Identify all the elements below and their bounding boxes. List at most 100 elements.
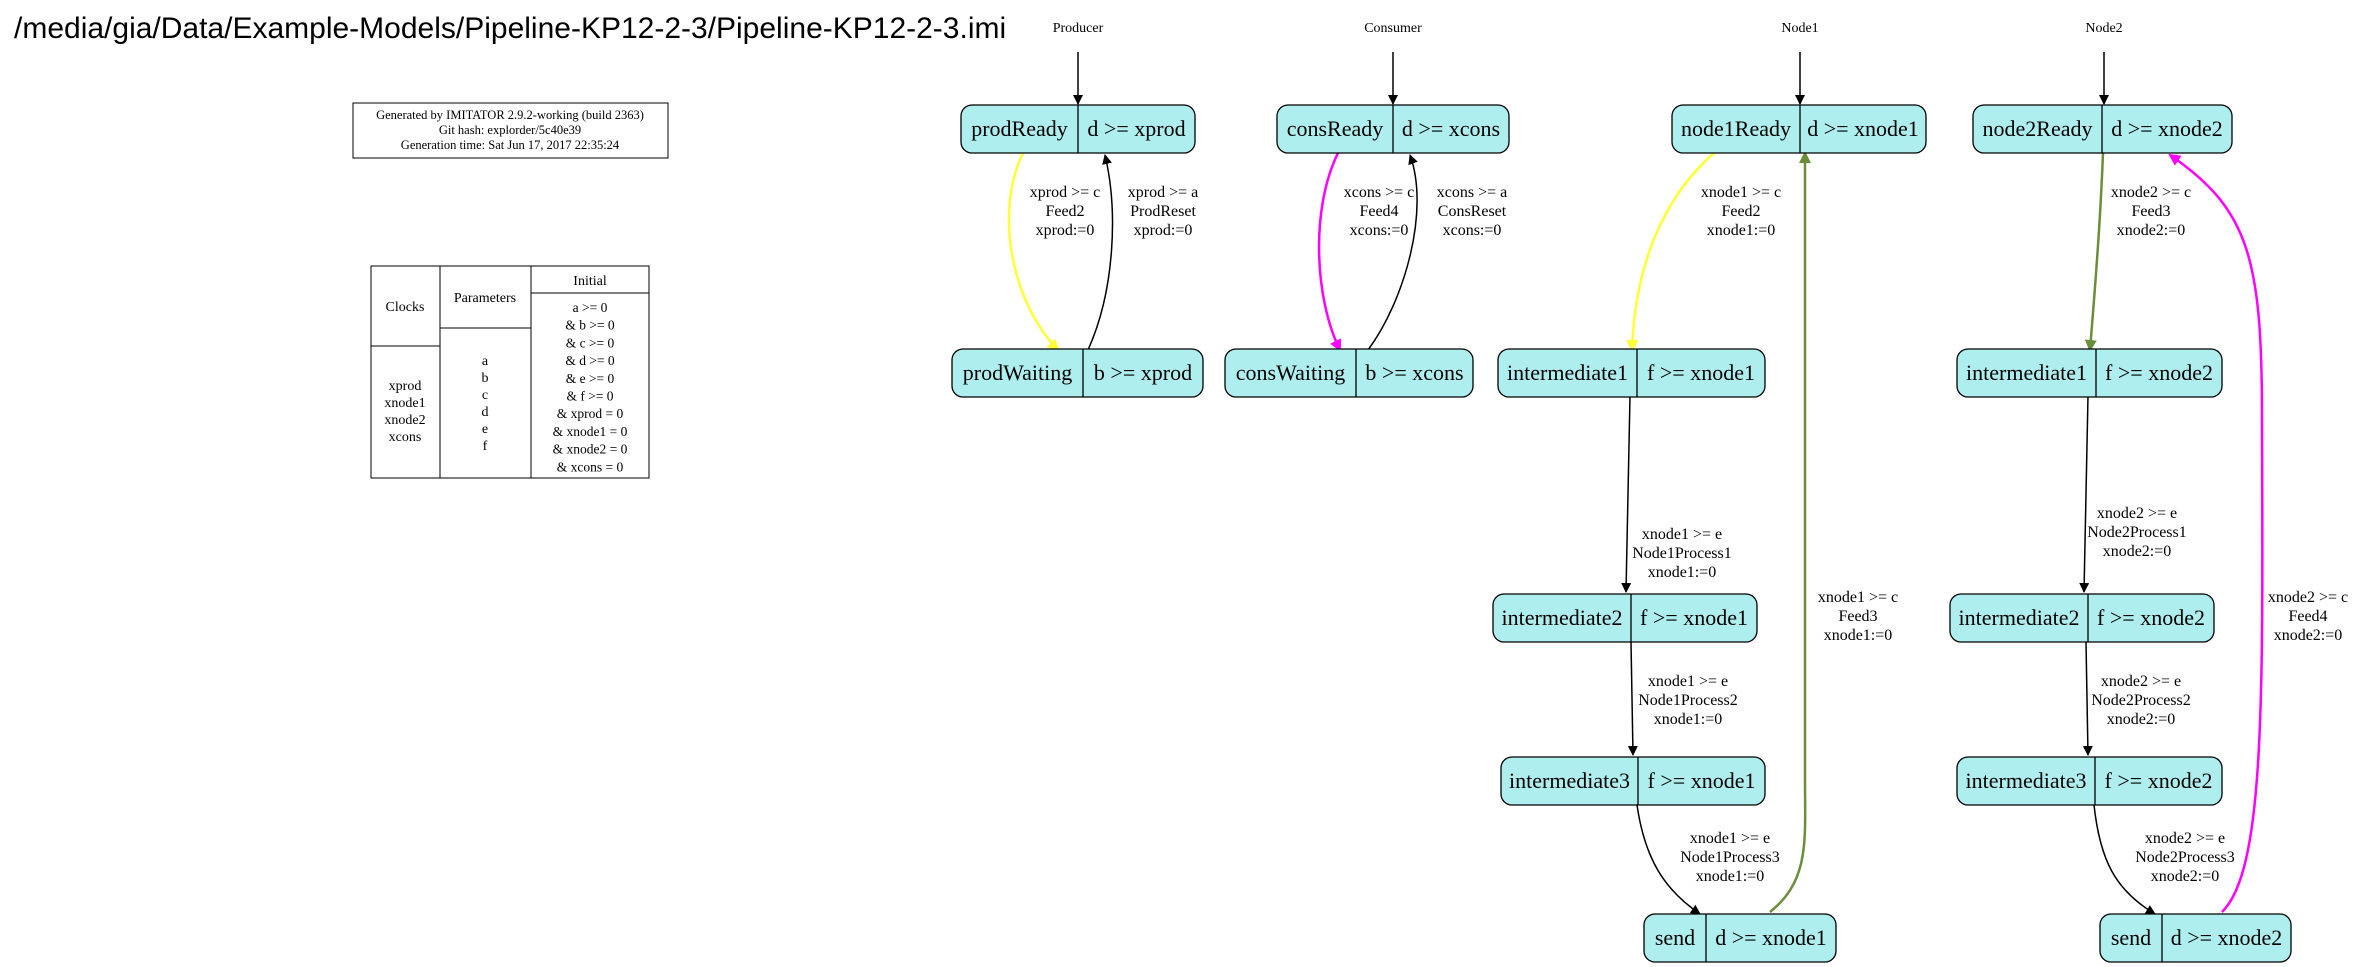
clock-name: xnode1 (384, 396, 425, 411)
edge-n2-process2 (2082, 641, 2093, 756)
initial-constraint: & xnode1 = 0 (553, 424, 628, 439)
info-line-generation-time: Generation time: Sat Jun 17, 2017 22:35:… (401, 138, 620, 152)
transition-label-line: xprod >= a (1128, 184, 1198, 201)
table-header-parameters: Parameters (454, 291, 516, 306)
location-invariant: d >= xnode2 (2111, 116, 2223, 141)
location-name: intermediate3 (1509, 768, 1630, 793)
info-line-git-hash: Git hash: explorder/5c40e39 (439, 123, 581, 137)
transition-label-cons-feed4: xcons >= c Feed4 xcons:=0 (1344, 184, 1414, 239)
location-name: intermediate1 (1507, 360, 1628, 385)
clock-name: xcons (389, 430, 422, 445)
edge-cons-feed4 (1317, 152, 1342, 352)
transition-label-line: xcons:=0 (1350, 222, 1409, 239)
transition-label-line: xnode2:=0 (2117, 222, 2186, 239)
edge-n2-feed4 (2168, 153, 2264, 913)
transition-label-line: xnode1 >= e (1642, 526, 1722, 543)
location-invariant: b >= xprod (1094, 360, 1192, 385)
edge-n2-process3 (2093, 804, 2156, 915)
initial-constraint: & b >= 0 (565, 318, 615, 333)
transition-label-line: xcons >= a (1437, 184, 1507, 201)
location-name: prodReady (971, 116, 1068, 141)
transition-label-line: xcons:=0 (1443, 222, 1502, 239)
transition-label-line: xprod:=0 (1036, 222, 1095, 239)
transition-label-line: xnode1 >= e (1690, 830, 1770, 847)
location-name: prodWaiting (963, 360, 1072, 385)
transition-label-line: Node1Process1 (1632, 545, 1732, 562)
generation-info-box: Generated by IMITATOR 2.9.2-working (bui… (352, 102, 669, 159)
location-name: send (2111, 925, 2151, 950)
component-label-node1: Node1 (1781, 21, 1818, 36)
transition-label-n2-feed3: xnode2 >= c Feed3 xnode2:=0 (2111, 184, 2191, 239)
transition-label-line: Node1Process2 (1638, 692, 1738, 709)
table-header-initial: Initial (573, 274, 607, 289)
transition-label-line: xnode1:=0 (1824, 627, 1893, 644)
location-name: consWaiting (1236, 360, 1345, 385)
location-invariant: f >= xnode2 (2097, 605, 2205, 630)
location-name: send (1655, 925, 1695, 950)
initial-constraint: a >= 0 (573, 300, 608, 315)
transition-label-line: Feed3 (2131, 203, 2170, 220)
location-name: intermediate2 (1959, 605, 2080, 630)
initial-constraint: & d >= 0 (565, 353, 615, 368)
transition-label-line: xnode2:=0 (2107, 711, 2176, 728)
transition-label-line: xnode1 >= c (1818, 589, 1898, 606)
parameter-name: c (482, 388, 488, 403)
edge-n1-feed3 (1769, 151, 1811, 913)
initial-constraint: & e >= 0 (566, 371, 615, 386)
transition-label-line: xcons >= c (1344, 184, 1414, 201)
clock-name: xnode2 (384, 413, 425, 428)
transition-label-line: xnode1:=0 (1707, 222, 1776, 239)
transition-label-line: xprod:=0 (1134, 222, 1193, 239)
location-name: intermediate1 (1966, 360, 2087, 385)
location-name: intermediate3 (1966, 768, 2087, 793)
edge-n1-feed2 (1626, 151, 1716, 352)
transition-label-line: Node2Process1 (2087, 524, 2187, 541)
edge-prod-feed2 (1007, 152, 1060, 352)
location-n2-intermediate2: intermediate2 f >= xnode2 (1949, 593, 2215, 643)
location-n2-intermediate3: intermediate3 f >= xnode2 (1956, 756, 2223, 806)
transition-label-line: xnode1:=0 (1696, 868, 1765, 885)
edge-prod-reset (1087, 154, 1114, 351)
info-line-generator: Generated by IMITATOR 2.9.2-working (bui… (376, 108, 644, 122)
location-invariant: d >= xnode1 (1807, 116, 1919, 141)
location-prodwaiting: prodWaiting b >= xprod (951, 348, 1204, 398)
transition-label-line: xprod >= c (1030, 184, 1100, 201)
edge-n1-process2 (1627, 641, 1638, 756)
location-invariant: f >= xnode1 (1648, 768, 1756, 793)
parameter-name: f (483, 439, 488, 454)
component-labels: Producer Consumer Node1 Node2 (1053, 21, 2123, 36)
location-name: node1Ready (1681, 116, 1791, 141)
transition-label-line: Feed4 (2288, 608, 2327, 625)
model-file-path-title: /media/gia/Data/Example-Models/Pipeline-… (14, 12, 1006, 45)
location-invariant: f >= xnode2 (2105, 768, 2213, 793)
location-node1ready: node1Ready d >= xnode1 (1671, 104, 1927, 154)
transition-label-line: xnode2 >= c (2111, 184, 2191, 201)
parameter-name: e (482, 422, 488, 437)
component-label-consumer: Consumer (1364, 21, 1422, 36)
initial-constraint: & xcons = 0 (557, 459, 624, 474)
transition-label-line: xnode1:=0 (1654, 711, 1723, 728)
parameter-name: b (482, 371, 489, 386)
parameter-name: a (482, 354, 489, 369)
transition-label-line: Node2Process3 (2135, 849, 2235, 866)
location-invariant: f >= xnode2 (2105, 360, 2213, 385)
edge-cons-reset (1367, 154, 1418, 351)
transition-label-line: Feed4 (1359, 203, 1398, 220)
location-invariant: d >= xnode1 (1715, 925, 1827, 950)
